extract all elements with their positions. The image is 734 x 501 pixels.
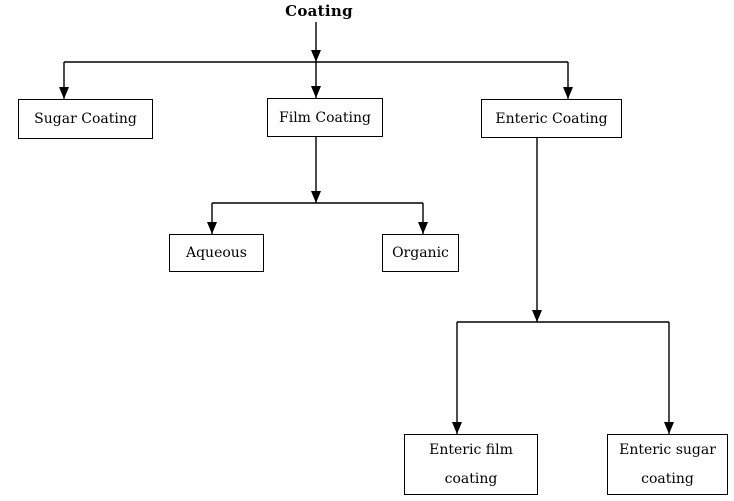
node-sugar-coating: Sugar Coating [18, 99, 153, 139]
node-enteric-sugar-coating: Enteric sugar coating [607, 434, 728, 495]
node-film-coating: Film Coating [267, 98, 383, 137]
node-aqueous: Aqueous [169, 234, 264, 272]
diagram-title: Coating [285, 2, 353, 20]
node-sugar-coating-label: Sugar Coating [34, 111, 137, 127]
node-enteric-sugar-coating-label: Enteric sugar coating [619, 441, 716, 487]
node-film-coating-label: Film Coating [279, 109, 371, 126]
node-organic: Organic [382, 234, 459, 272]
node-enteric-coating-label: Enteric Coating [495, 110, 608, 127]
node-enteric-film-coating-label: Enteric film coating [429, 441, 513, 487]
node-aqueous-label: Aqueous [185, 245, 247, 261]
node-enteric-film-coating: Enteric film coating [404, 434, 538, 495]
node-enteric-coating: Enteric Coating [481, 99, 622, 138]
node-organic-label: Organic [392, 245, 449, 261]
